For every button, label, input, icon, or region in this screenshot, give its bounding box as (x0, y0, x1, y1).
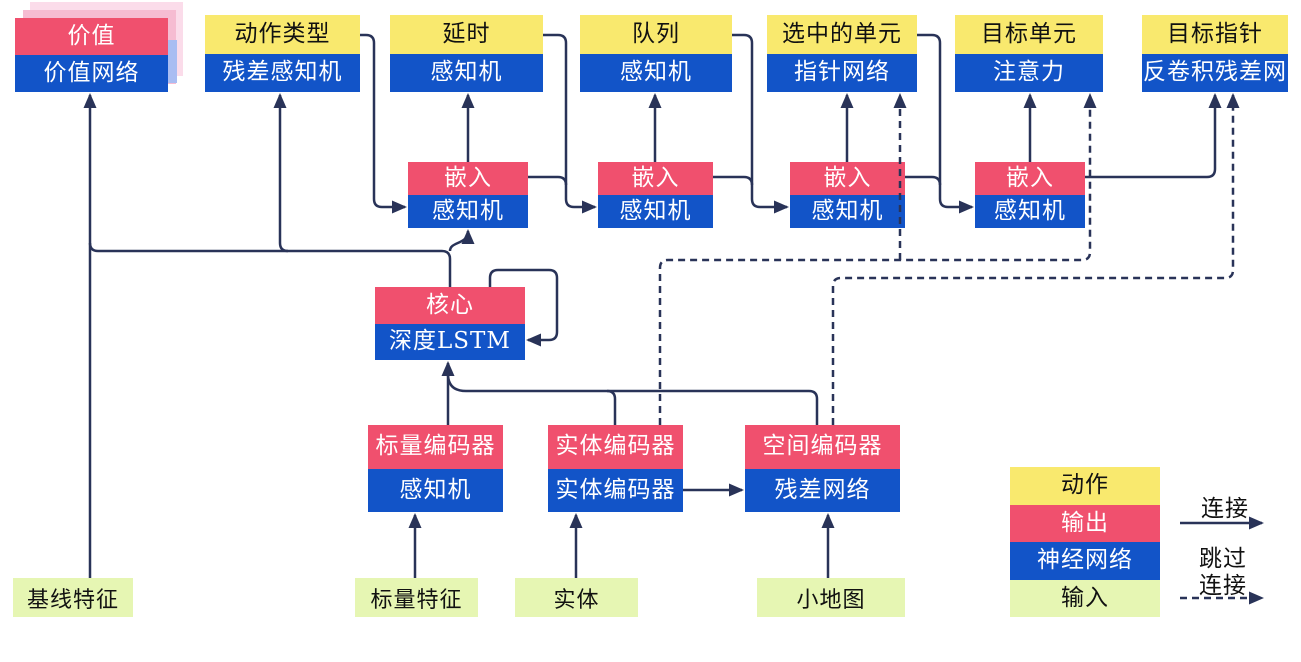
node-spatial-encoder-output: 空间编码器 (745, 425, 900, 469)
node-target-pointer-action: 目标指针 (1142, 15, 1288, 54)
node-target-unit-network: 注意力 (955, 53, 1103, 92)
node-scalar-features: 标量特征 (355, 578, 478, 617)
node-minimap: 小地图 (757, 578, 905, 617)
legend-connection-label: 连接 (1201, 496, 1249, 522)
node-embed-3: 嵌入 感知机 (790, 162, 905, 228)
node-entity-encoder-network: 实体编码器 (548, 468, 683, 512)
node-queue-action: 队列 (580, 15, 732, 54)
node-baseline-features: 基线特征 (13, 578, 133, 617)
legend-neural-network: 神经网络 (1010, 542, 1160, 580)
wire-bus-to-action-type (273, 93, 289, 253)
node-embed-2-network: 感知机 (598, 195, 713, 228)
node-target-pointer: 目标指针 反卷积残差网 (1142, 15, 1288, 92)
node-selected-units-network: 指针网络 (767, 53, 917, 92)
node-queue: 队列 感知机 (580, 15, 732, 92)
node-value-output: 价值 (15, 18, 168, 55)
node-scalar-encoder: 标量编码器 感知机 (368, 425, 503, 512)
node-embed-2: 嵌入 感知机 (598, 162, 713, 228)
wire-spatial-encoder-to-core (446, 373, 819, 425)
node-target-unit: 目标单元 注意力 (955, 15, 1103, 92)
node-scalar-encoder-network: 感知机 (368, 468, 503, 512)
wire-embed3-to-embed4 (905, 175, 942, 186)
skip-spatial-to-target-pointer (831, 93, 1240, 425)
node-embed-4: 嵌入 感知机 (975, 162, 1085, 228)
node-core: 核心 深度LSTM (375, 287, 525, 360)
node-embed-1-network: 感知机 (408, 195, 528, 228)
wire-embed2-to-embed3 (713, 175, 754, 186)
node-action-type: 动作类型 残差感知机 (205, 15, 360, 92)
node-delay: 延时 感知机 (390, 15, 543, 92)
legend-output: 输出 (1010, 504, 1160, 542)
legend-color-key: 动作 输出 神经网络 输入 (1010, 467, 1160, 617)
node-core-network: 深度LSTM (375, 323, 525, 360)
wire-core-to-embed1 (448, 229, 475, 252)
node-target-pointer-network: 反卷积残差网 (1142, 53, 1288, 92)
node-embed-4-network: 感知机 (975, 195, 1085, 228)
node-embed-1: 嵌入 感知机 (408, 162, 528, 228)
node-queue-network: 感知机 (580, 53, 732, 92)
wire-embed4-to-target-pointer (1085, 93, 1222, 179)
node-value: 价值 价值网络 (15, 18, 168, 92)
node-value-network: 价值网络 (15, 55, 168, 92)
node-embed-2-output: 嵌入 (598, 162, 713, 195)
legend-input: 输入 (1010, 579, 1160, 617)
node-action-type-network: 残差感知机 (205, 53, 360, 92)
skip-entity-to-attention (658, 93, 1097, 425)
legend-skip-label-line1: 跳过 (1199, 546, 1247, 572)
wire-embed1-to-embed2 (528, 175, 568, 186)
node-embed-1-output: 嵌入 (408, 162, 528, 195)
node-spatial-encoder-network: 残差网络 (745, 468, 900, 512)
node-core-output: 核心 (375, 287, 525, 324)
wire-core-output-bus (88, 242, 452, 287)
node-entity-encoder-output: 实体编码器 (548, 425, 683, 469)
legend-action: 动作 (1010, 467, 1160, 505)
legend-skip-label-line2: 连接 (1199, 573, 1247, 599)
node-delay-action: 延时 (390, 15, 543, 54)
node-embed-3-output: 嵌入 (790, 162, 905, 195)
node-target-unit-action: 目标单元 (955, 15, 1103, 54)
node-entities: 实体 (515, 578, 638, 617)
node-delay-network: 感知机 (390, 53, 543, 92)
node-scalar-encoder-output: 标量编码器 (368, 425, 503, 469)
node-selected-units-action: 选中的单元 (767, 15, 917, 54)
node-embed-3-network: 感知机 (790, 195, 905, 228)
node-entity-encoder: 实体编码器 实体编码器 (548, 425, 683, 512)
node-embed-4-output: 嵌入 (975, 162, 1085, 195)
node-action-type-action: 动作类型 (205, 15, 360, 54)
wire-entity-encoder-to-core (606, 389, 617, 425)
node-spatial-encoder: 空间编码器 残差网络 (745, 425, 900, 512)
node-selected-units: 选中的单元 指针网络 (767, 15, 917, 92)
